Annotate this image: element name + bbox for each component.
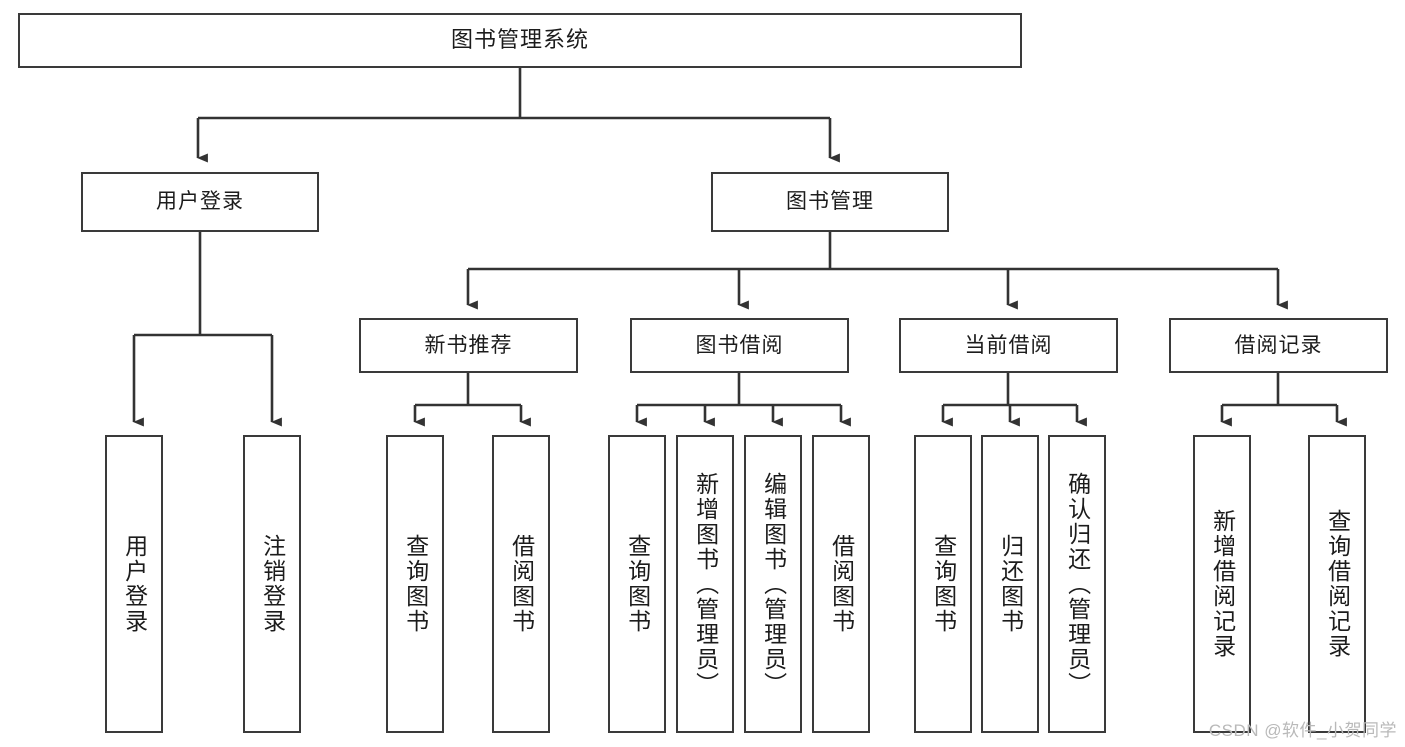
leaf-nb-borrow-book[interactable]: 借阅图书 xyxy=(492,435,550,733)
leaf-logout[interactable]: 注销登录 xyxy=(243,435,301,733)
leaf-bb-borrow-book[interactable]: 借阅图书 xyxy=(812,435,870,733)
node-root-system[interactable]: 图书管理系统 xyxy=(18,13,1022,68)
csdn-watermark: CSDN @软件_小贺同学 xyxy=(1208,721,1397,740)
node-user-login[interactable]: 用户登录 xyxy=(81,172,319,232)
node-current-borrow[interactable]: 当前借阅 xyxy=(899,318,1118,373)
node-book-borrow[interactable]: 图书借阅 xyxy=(630,318,849,373)
leaf-bb-add-book-admin[interactable]: 新增图书（管理员） xyxy=(676,435,734,733)
leaf-cb-confirm-return-admin[interactable]: 确认归还（管理员） xyxy=(1048,435,1106,733)
node-borrow-record[interactable]: 借阅记录 xyxy=(1169,318,1388,373)
leaf-br-add-record[interactable]: 新增借阅记录 xyxy=(1193,435,1251,733)
node-book-management[interactable]: 图书管理 xyxy=(711,172,949,232)
leaf-br-query-record[interactable]: 查询借阅记录 xyxy=(1308,435,1366,733)
leaf-bb-query-book[interactable]: 查询图书 xyxy=(608,435,666,733)
leaf-cb-query-book[interactable]: 查询图书 xyxy=(914,435,972,733)
leaf-bb-edit-book-admin[interactable]: 编辑图书（管理员） xyxy=(744,435,802,733)
leaf-nb-query-book[interactable]: 查询图书 xyxy=(386,435,444,733)
leaf-user-login[interactable]: 用户登录 xyxy=(105,435,163,733)
leaf-cb-return-book[interactable]: 归还图书 xyxy=(981,435,1039,733)
node-new-book-recommend[interactable]: 新书推荐 xyxy=(359,318,578,373)
